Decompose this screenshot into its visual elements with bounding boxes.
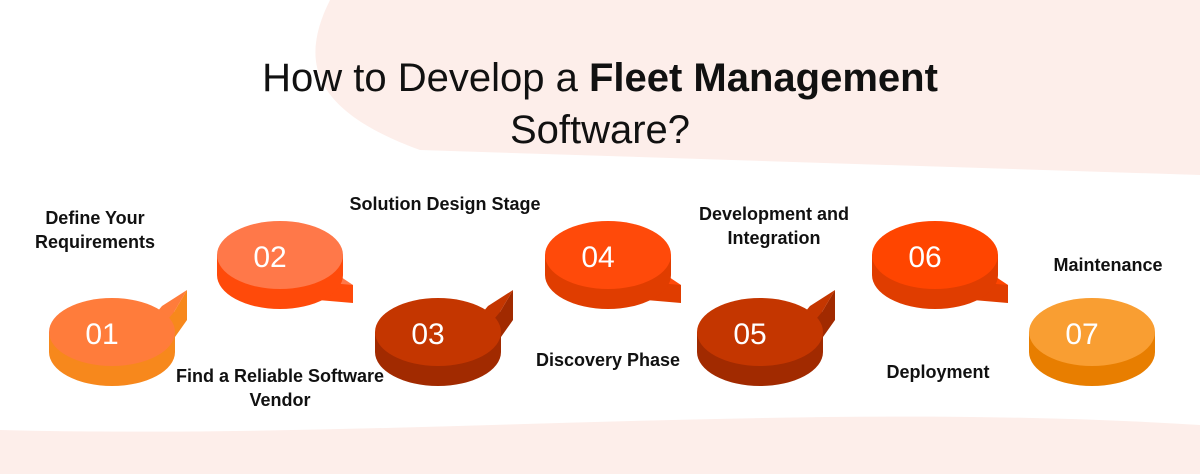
step-label-2: Find a Reliable Software Vendor <box>175 366 385 410</box>
title-regular: How to Develop a <box>262 56 589 100</box>
disk-top <box>872 221 998 289</box>
page-title-line2: Software? <box>509 108 691 152</box>
step-number: 05 <box>733 318 766 351</box>
step-label-6: Deployment <box>886 362 990 382</box>
step-disk-04: 04 <box>545 221 681 309</box>
disk-top <box>49 298 175 366</box>
step-label-7: Maintenance <box>1053 255 1163 275</box>
step-disk-05: 05 <box>697 290 835 386</box>
step-disk-03: 03 <box>375 290 513 386</box>
step-label-3: Solution Design Stage <box>349 194 541 214</box>
step-number: 07 <box>1065 318 1098 351</box>
step-disk-01: 01 <box>49 290 187 386</box>
step-disk-02: 02 <box>217 221 353 309</box>
disk-top <box>1029 298 1155 366</box>
page-title: How to Develop a Fleet Management <box>0 52 1200 104</box>
step-number: 04 <box>581 241 614 274</box>
step-label-1: Define Your Requirements <box>34 208 156 252</box>
step-label-5: Development and Integration <box>698 204 850 248</box>
disk-top <box>697 298 823 366</box>
step-number: 01 <box>85 318 118 351</box>
step-disk-06: 06 <box>872 221 1008 309</box>
step-label-4: Discovery Phase <box>535 350 681 370</box>
title-bold: Fleet Management <box>588 56 938 100</box>
disk-top <box>375 298 501 366</box>
disk-top <box>545 221 671 289</box>
step-number: 03 <box>411 318 444 351</box>
step-number: 02 <box>253 241 286 274</box>
step-disk-07: 07 <box>1029 298 1155 386</box>
disk-top <box>217 221 343 289</box>
step-number: 06 <box>908 241 941 274</box>
